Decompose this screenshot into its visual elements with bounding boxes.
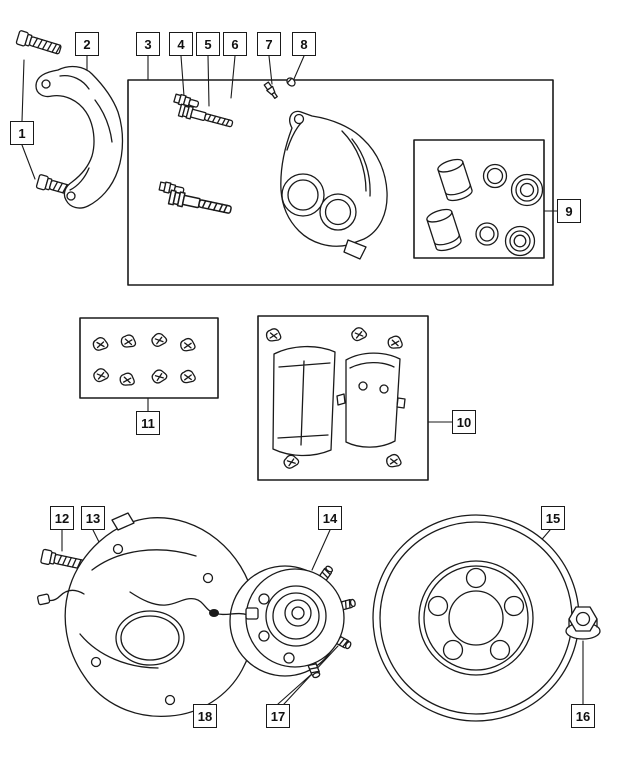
callout-13[interactable]: 13 <box>81 506 105 530</box>
callout-16[interactable]: 16 <box>571 704 595 728</box>
caliper-piston-seal-kit-part9 <box>424 156 544 257</box>
caliper-guide-pins-parts4-6 <box>158 92 235 218</box>
callout-1[interactable]: 1 <box>10 121 34 145</box>
callout-9[interactable]: 9 <box>557 199 581 223</box>
adapter-mounting-bolts-part1 <box>15 29 83 201</box>
callout-17[interactable]: 17 <box>266 704 290 728</box>
caliper-adapter-part2 <box>35 65 124 209</box>
callout-3[interactable]: 3 <box>136 32 160 56</box>
callout-6[interactable]: 6 <box>223 32 247 56</box>
bleeder-screw-part7 <box>263 81 278 99</box>
wheel-hub-bearing-part14 <box>229 564 357 680</box>
group-box-10 <box>257 315 429 481</box>
group-box-9 <box>413 139 545 259</box>
callout-15[interactable]: 15 <box>541 506 565 530</box>
callout-7[interactable]: 7 <box>257 32 281 56</box>
callout-4[interactable]: 4 <box>169 32 193 56</box>
callout-2[interactable]: 2 <box>75 32 99 56</box>
abs-sensor-wire-part18 <box>129 591 259 620</box>
brake-rotor-part15 <box>372 514 580 722</box>
callout-11[interactable]: 11 <box>136 411 160 435</box>
callout-18[interactable]: 18 <box>193 704 217 728</box>
pad-clip-kit-part11 <box>92 331 197 388</box>
splash-shield-part13 <box>36 512 257 718</box>
flange-nut-part16 <box>565 606 601 640</box>
callout-12[interactable]: 12 <box>50 506 74 530</box>
group-box-3 <box>127 79 554 286</box>
callout-10[interactable]: 10 <box>452 410 476 434</box>
callout-5[interactable]: 5 <box>196 32 220 56</box>
group-box-11 <box>79 317 219 399</box>
bleeder-cap-part8 <box>286 77 296 87</box>
brake-pads-part10 <box>264 326 406 470</box>
callout-8[interactable]: 8 <box>292 32 316 56</box>
callout-14[interactable]: 14 <box>318 506 342 530</box>
brake-caliper-drawing <box>280 110 388 260</box>
